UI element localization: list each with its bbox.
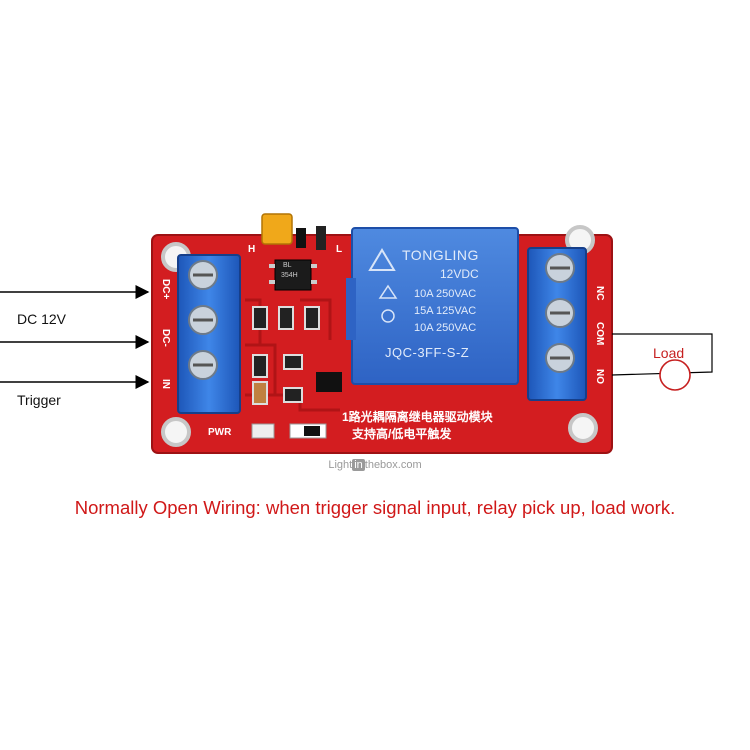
relay-rating-3: 10A 250VAC <box>414 322 477 334</box>
trigger-label: Trigger <box>17 392 61 408</box>
warning-icon <box>378 284 398 299</box>
pwr-led <box>251 423 275 439</box>
relay-component <box>346 227 519 385</box>
wiring-caption: Normally Open Wiring: when trigger signa… <box>74 497 676 518</box>
pin-label-dc-plus: DC+ <box>160 279 171 300</box>
optocoupler-ic <box>269 259 317 291</box>
mounting-hole <box>161 417 191 447</box>
load-label: Load <box>653 345 685 361</box>
ic-marking-2: 354H <box>281 272 298 279</box>
load-wiring <box>611 333 713 391</box>
board-subtitle-cn: 支持高/低电平触发 <box>352 427 452 441</box>
relay-rating-1: 10A 250VAC <box>414 288 477 300</box>
jumper-label-l: L <box>336 244 343 255</box>
input-terminal-block <box>177 254 241 414</box>
mounting-hole <box>568 413 598 443</box>
ic-marking-1: BL <box>283 262 292 269</box>
relay-brand: TONGLING <box>402 247 479 263</box>
relay-voltage: 12VDC <box>440 267 479 281</box>
load-icon <box>659 359 691 391</box>
pin-label-com: COM <box>594 322 605 346</box>
relay-rating-2: 15A 125VAC <box>414 305 477 317</box>
dc-12v-label: DC 12V <box>17 311 67 327</box>
jumper-label-h: H <box>248 244 256 255</box>
pwr-label: PWR <box>208 427 232 438</box>
watermark-text: thebox <box>364 459 398 471</box>
pin-label-nc: NC <box>594 286 605 301</box>
watermark-text: Light <box>328 459 353 471</box>
watermark-text: .com <box>397 459 422 471</box>
smd-components <box>251 306 342 439</box>
watermark-box: in <box>352 459 365 471</box>
pin-label-in: IN <box>160 379 171 389</box>
output-terminal-block <box>527 247 587 401</box>
relay-logo-icon <box>368 248 396 271</box>
pin-label-dc-minus: DC- <box>160 329 171 347</box>
pin-label-no: NO <box>594 369 605 384</box>
relay-model: JQC-3FF-S-Z <box>385 345 470 360</box>
trigger-jumper <box>261 213 326 250</box>
board-title-cn: 1路光耦隔离继电器驱动模块 <box>342 410 493 424</box>
cert-mark-icon <box>381 309 395 323</box>
